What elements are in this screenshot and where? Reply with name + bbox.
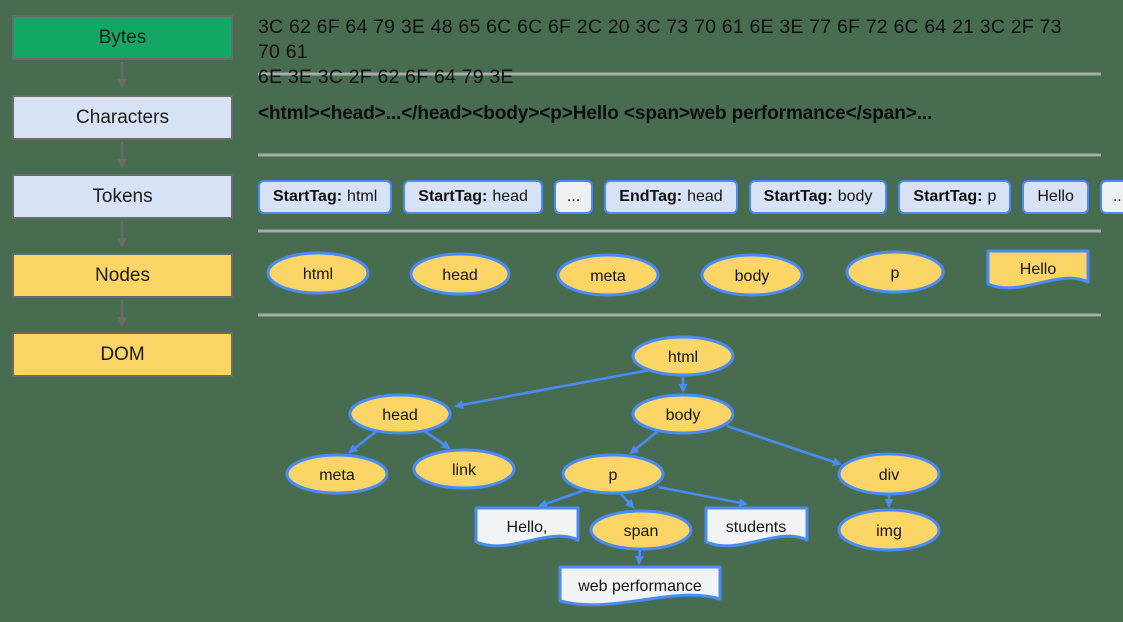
edge-span-webperf bbox=[635, 548, 644, 565]
node-hello-text: Hello bbox=[986, 249, 1090, 290]
token-type: StartTag: bbox=[273, 188, 343, 205]
node-label: p bbox=[891, 265, 900, 282]
stage-label: Characters bbox=[76, 106, 169, 128]
nodes-row: html head meta body p Hello bbox=[266, 249, 1090, 297]
node-label: web performance bbox=[577, 578, 702, 595]
token-type: StartTag: bbox=[913, 188, 983, 205]
characters-text: <html><head>...</head><body><p>Hello <sp… bbox=[258, 103, 933, 124]
token-value: html bbox=[347, 188, 378, 205]
token-starttag-html: StartTag:html bbox=[258, 180, 393, 214]
stage-label: Tokens bbox=[92, 185, 153, 207]
edge-body-div bbox=[726, 424, 842, 467]
node-label: span bbox=[624, 523, 659, 540]
edge-p-students bbox=[657, 485, 748, 508]
dom-node-html: html bbox=[631, 335, 735, 377]
node-body: body bbox=[700, 253, 804, 297]
token-type: StartTag: bbox=[418, 188, 488, 205]
node-label: Hello, bbox=[507, 519, 548, 536]
bytes-hex-text: 3C 62 6F 64 79 3E 48 65 6C 6C 6F 2C 20 3… bbox=[258, 15, 1078, 90]
token-endtag-head: EndTag:head bbox=[604, 180, 738, 214]
dom-node-hello-text: Hello, bbox=[474, 506, 580, 548]
node-label: students bbox=[726, 519, 786, 536]
token-ellipsis: ... bbox=[553, 180, 594, 214]
stage-label: Nodes bbox=[95, 264, 150, 286]
token-starttag-body: StartTag:body bbox=[748, 180, 888, 214]
node-label: head bbox=[442, 267, 478, 284]
dom-node-link: link bbox=[412, 448, 516, 490]
section-dividers bbox=[258, 72, 1101, 317]
node-label: meta bbox=[590, 268, 626, 285]
node-label: head bbox=[382, 407, 418, 424]
token-value: head bbox=[687, 188, 723, 205]
edge-html-head bbox=[454, 368, 651, 410]
pipeline-stage-dom: DOM bbox=[12, 332, 233, 377]
node-label: body bbox=[666, 407, 701, 424]
token-type: StartTag: bbox=[763, 188, 833, 205]
pipeline-stage-nodes: Nodes bbox=[12, 253, 233, 298]
node-label: p bbox=[609, 467, 618, 484]
pipeline-stage-characters: Characters bbox=[12, 95, 233, 140]
token-value: body bbox=[837, 188, 873, 205]
edge-p-span bbox=[619, 492, 635, 509]
edge-p-hello bbox=[538, 488, 586, 508]
tokens-row: StartTag:html StartTag:head ... EndTag:h… bbox=[258, 180, 1123, 214]
node-head: head bbox=[409, 252, 511, 296]
stage-label: Bytes bbox=[98, 26, 147, 48]
token-value: ... bbox=[1112, 188, 1123, 205]
token-value: p bbox=[987, 188, 997, 205]
node-label: body bbox=[735, 268, 770, 285]
pipeline-stage-bytes: Bytes bbox=[12, 15, 233, 60]
token-value: head bbox=[492, 188, 528, 205]
dom-node-p: p bbox=[561, 453, 665, 495]
node-meta: meta bbox=[556, 253, 660, 297]
bytes-line: 3C 62 6F 64 79 3E 48 65 6C 6C 6F 2C 20 3… bbox=[258, 16, 1062, 63]
dom-node-meta: meta bbox=[285, 453, 389, 495]
token-hello: Hello bbox=[1022, 180, 1089, 214]
node-label: link bbox=[452, 462, 477, 479]
dom-node-students-text: students bbox=[704, 506, 809, 548]
stage-label: DOM bbox=[100, 343, 145, 365]
dom-node-webperf-text: web performance bbox=[558, 565, 722, 607]
edge-body-p bbox=[629, 429, 659, 455]
pipeline-stage-tokens: Tokens bbox=[12, 174, 233, 219]
edge-head-meta bbox=[348, 428, 379, 454]
dom-node-div: div bbox=[837, 452, 941, 496]
dom-tree-edges bbox=[348, 368, 894, 565]
node-label: html bbox=[303, 266, 333, 283]
dom-node-span: span bbox=[589, 509, 693, 551]
edge-head-link bbox=[422, 428, 451, 450]
dom-node-head: head bbox=[348, 393, 452, 435]
token-value: ... bbox=[566, 188, 581, 205]
node-label: img bbox=[876, 523, 902, 540]
dom-node-body: body bbox=[631, 393, 735, 435]
dom-tree: html head body meta link p bbox=[285, 335, 941, 607]
token-ellipsis: ... bbox=[1099, 180, 1123, 214]
node-label: meta bbox=[319, 467, 355, 484]
node-p: p bbox=[845, 250, 945, 294]
node-label: html bbox=[668, 349, 698, 366]
token-type: EndTag: bbox=[619, 188, 683, 205]
node-label: div bbox=[879, 467, 899, 484]
dom-node-img: img bbox=[837, 508, 941, 552]
token-starttag-p: StartTag:p bbox=[898, 180, 1012, 214]
bytes-line: 6E 3E 3C 2F 62 6F 64 79 3E bbox=[258, 66, 514, 88]
node-html: html bbox=[266, 251, 370, 295]
token-value: Hello bbox=[1037, 188, 1074, 205]
token-starttag-head: StartTag:head bbox=[403, 180, 543, 214]
node-label: Hello bbox=[1020, 261, 1057, 278]
